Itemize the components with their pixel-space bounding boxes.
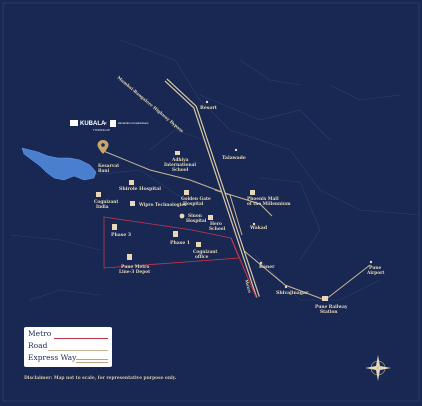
site-boundary [103,216,240,269]
legend-road-line [48,350,108,351]
label-wakad: Wakad [249,225,268,231]
label-resort: Resort [200,105,218,111]
label-adhiya-2: International [164,163,196,168]
label-cognizant-office-1: Cognizant [193,250,217,255]
brand-name: KUBALA [80,121,106,127]
label-sinon-1: Sinon [188,214,203,219]
label-shivajinagar: Shivajinagar [276,290,309,296]
compass-rose-icon [365,355,391,381]
label-railway-1: Pune Railway [315,305,348,310]
legend: Metro Road Express Way [24,327,112,367]
marker-airport [369,260,373,264]
label-cognizant-office-2: office [195,255,209,260]
label-hero-2: School [209,227,226,232]
label-golden-1: Golden Gate [181,197,211,202]
hospital-icon [129,180,134,185]
label-hero-1: Hero [210,222,222,227]
legend-road-label: Road [28,341,48,350]
office-icon-cognizant [96,192,101,197]
label-cognizant-1: Cognizant [94,200,118,205]
hospital-icon-golden [184,190,189,195]
roads [100,149,371,301]
label-adhiya-1: Adhiya [171,158,189,163]
marker-resort [205,100,209,104]
label-phase3: Phase 3 [111,232,131,238]
label-airport-2: Airport [366,271,384,276]
brand-x: × [104,121,107,127]
legend-expressway-label: Express Way [28,353,77,362]
brand-logo: KUBALA × Himanshu Constructions TOWNSHIP [70,120,149,132]
office-icon-cognizant-office [196,242,201,247]
marker-talawade [234,148,238,152]
partner-name: Himanshu Constructions [118,121,149,125]
label-pune-metro-1: Pune Metro [121,265,149,270]
brand-tagline: TOWNSHIP [93,128,110,132]
legend-metro-line [54,338,108,339]
marker-baner [259,261,263,265]
label-golden-2: Hospital [183,202,204,207]
road-phoenix [214,189,273,217]
partner-mark [110,120,116,127]
office-icon-wipro [130,201,135,206]
label-cognizant-2: India [96,205,109,210]
label-baner: Baner [259,264,275,270]
label-railway-2: Station [320,310,338,315]
brand-mark [70,120,78,126]
label-shirole: Shirole Hospital [119,186,161,192]
label-wipro: Wipro Technologies [138,203,187,208]
express-way [164,78,260,298]
label-kesarvat-2: Bani [98,169,110,174]
railway-icon [322,296,328,301]
map-frame [2,2,420,402]
marker-wakad [252,222,256,226]
school-icon [175,151,180,155]
highway-label-metro: Metro [244,279,252,294]
school-icon-hero [208,215,213,220]
label-phoenix-2: of the Millennium [247,202,291,207]
metro-icon [127,254,132,260]
legend-expressway-line [76,359,108,363]
label-airport-1: Pune [369,266,381,271]
label-phase1: Phase 1 [170,240,190,246]
label-kesarvat-1: Kesarvat [98,164,119,169]
marker-shivajinagar [284,285,288,289]
road-airport [324,264,371,301]
mall-icon [250,190,255,195]
disclaimer: Disclaimer: Map not to scale, for repres… [24,376,177,381]
label-phoenix-1: Phoenix Mall [247,197,279,202]
office-icon-phase3 [112,224,117,230]
road-shivajinagar [242,249,326,301]
hospital-icon-sinon [179,213,185,219]
label-sinon-2: Hospital [186,219,207,224]
road-main [100,149,243,236]
legend-metro-label: Metro [28,329,52,338]
landmark-markers [96,100,373,301]
area-boundaries [9,39,421,301]
label-pune-metro-2: Line-3 Depot [119,270,150,275]
label-talawade: Talawade [222,155,246,161]
map-pin-icon [97,140,109,154]
office-icon-phase1 [173,231,178,237]
lake [21,147,97,181]
label-adhiya-3: School [172,168,189,173]
